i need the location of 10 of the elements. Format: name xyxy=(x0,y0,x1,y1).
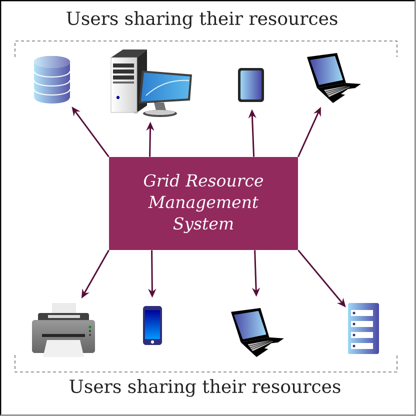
laptop-icon xyxy=(307,53,361,103)
system-box: Grid Resource Management System xyxy=(109,157,298,250)
phone-icon xyxy=(143,306,162,345)
server-icon xyxy=(348,303,379,354)
printer-icon xyxy=(32,303,95,357)
laptop-icon xyxy=(231,308,284,358)
group-label: Users sharing their resources xyxy=(66,11,338,29)
database-icon xyxy=(33,56,71,104)
desktop-computer-icon xyxy=(110,50,192,117)
group-label: Users sharing their resources xyxy=(70,379,340,397)
